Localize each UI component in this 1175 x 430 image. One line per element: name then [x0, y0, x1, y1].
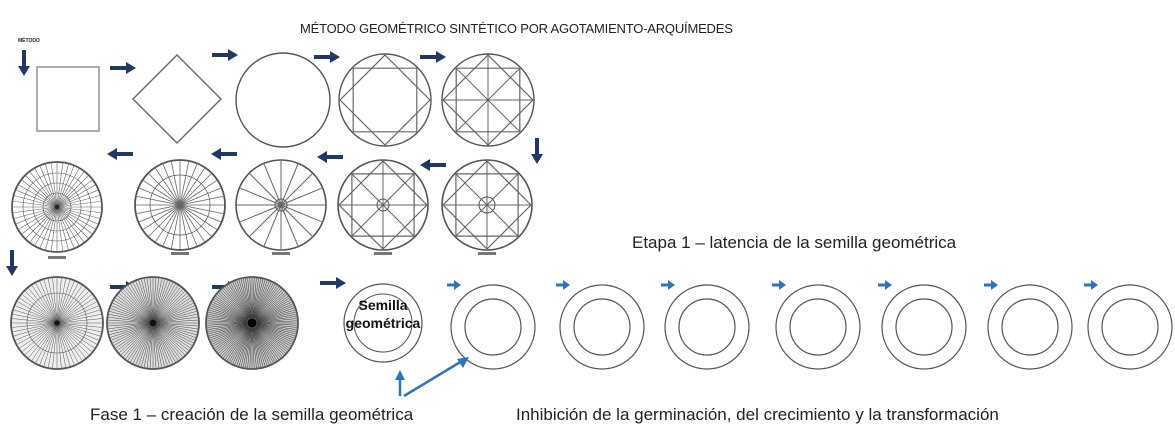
arrow-down — [531, 138, 543, 164]
caption-mark — [48, 256, 66, 259]
phase-label: Fase 1 – creación de la semilla geométri… — [90, 405, 414, 424]
polygon-circle-shape — [441, 159, 533, 251]
latency-arrow — [447, 280, 461, 290]
square-shape — [36, 66, 100, 132]
seed-circle — [343, 283, 423, 363]
arrow-left — [211, 148, 237, 160]
arrow-left — [420, 159, 446, 171]
circle-shape — [235, 52, 331, 148]
arrow-right — [320, 277, 346, 289]
latency-arrow — [661, 280, 675, 290]
latency-ring — [1087, 284, 1173, 370]
dense-circle-shape — [106, 276, 200, 370]
seed-label-line1: Semilla — [358, 297, 408, 313]
arrow-left — [107, 148, 133, 160]
spoked-circle-shape — [235, 159, 327, 251]
latency-arrow — [772, 280, 786, 290]
polygon-circle-shape — [337, 159, 429, 251]
seed-label-line2: geométrica — [345, 315, 421, 331]
seed-label: Semilla geométrica — [345, 296, 421, 332]
octagon-circle-shape — [338, 53, 432, 147]
arrow-right — [212, 49, 238, 61]
arrow-left — [317, 151, 343, 163]
diamond-shape — [132, 54, 222, 144]
latency-ring — [450, 284, 536, 370]
latency-ring — [664, 284, 750, 370]
arrow-right — [420, 51, 446, 63]
star-circle-shape — [441, 53, 535, 147]
method-label: MÉTODO — [18, 38, 40, 44]
stage-label: Etapa 1 – latencia de la semilla geométr… — [632, 233, 957, 252]
arrow-down — [6, 250, 18, 276]
arrow-right — [314, 51, 340, 63]
inhibition-label: Inhibición de la germinación, del crecim… — [516, 405, 999, 424]
latency-ring — [881, 284, 967, 370]
diagram-title: MÉTODO GEOMÉTRICO SINTÉTICO POR AGOTAMIE… — [300, 21, 733, 36]
dense-circle-shape — [11, 161, 103, 253]
latency-arrow — [984, 280, 998, 290]
latency-ring — [775, 284, 861, 370]
caption-mark — [478, 252, 496, 255]
pointer-arrow — [395, 357, 469, 398]
dense-circle-shape — [10, 276, 104, 370]
latency-ring — [559, 284, 645, 370]
latency-ring — [987, 284, 1073, 370]
caption-mark — [374, 252, 392, 255]
caption-mark — [171, 252, 189, 255]
latency-arrow — [556, 280, 570, 290]
dense-circle-shape — [205, 276, 299, 370]
caption-mark — [272, 252, 290, 255]
spoked-circle-shape — [134, 159, 226, 251]
latency-arrow — [878, 280, 892, 290]
latency-arrow — [1084, 280, 1098, 290]
arrow-right — [110, 62, 136, 74]
arrow-down-start — [18, 50, 30, 76]
